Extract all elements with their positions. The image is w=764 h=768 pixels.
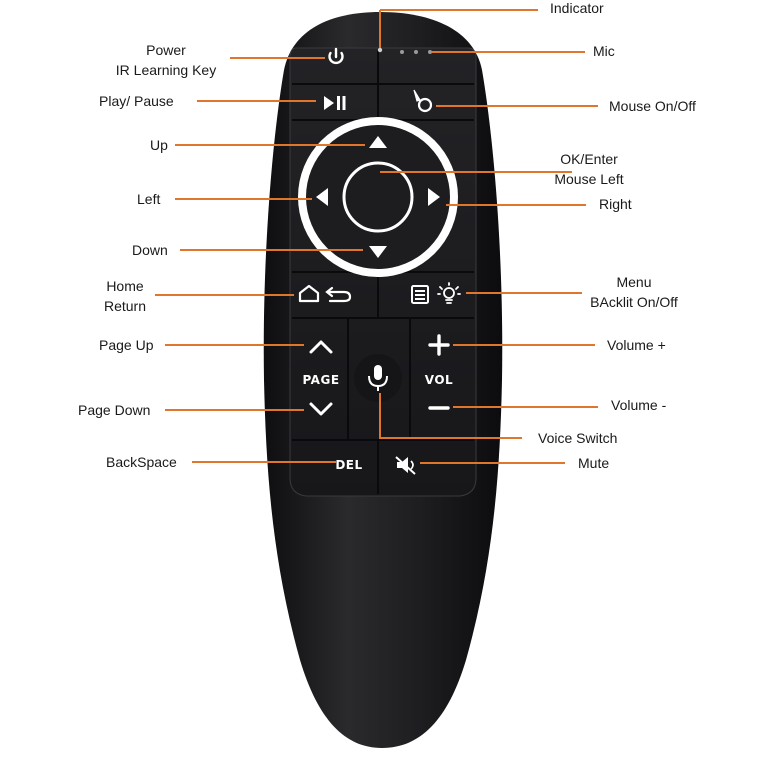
page-down-chevron-icon[interactable] bbox=[309, 402, 333, 416]
label-backspace: BackSpace bbox=[106, 454, 177, 470]
up-arrow-icon[interactable] bbox=[369, 136, 387, 148]
label-menu-backlit: Menu BAcklit On/Off bbox=[590, 274, 678, 310]
page-up-chevron-icon[interactable] bbox=[309, 340, 333, 354]
label-ok-enter: OK/Enter Mouse Left bbox=[554, 151, 624, 187]
left-arrow-icon[interactable] bbox=[316, 188, 328, 206]
play-pause-icon[interactable] bbox=[324, 96, 346, 110]
label-play-pause: Play/ Pause bbox=[99, 93, 174, 109]
menu-icon[interactable] bbox=[411, 285, 429, 304]
label-page-down: Page Down bbox=[78, 402, 151, 418]
home-icon[interactable] bbox=[298, 284, 320, 303]
down-arrow-icon[interactable] bbox=[369, 246, 387, 258]
label-power: Power IR Learning Key bbox=[115, 42, 217, 78]
leader-lines bbox=[155, 9, 598, 464]
key-dividers bbox=[292, 50, 474, 494]
label-page-up: Page Up bbox=[99, 337, 154, 353]
indicator-led bbox=[377, 47, 383, 53]
label-volume-minus: Volume - bbox=[611, 397, 667, 413]
label-up: Up bbox=[150, 137, 168, 153]
vol-label: VOL bbox=[425, 373, 453, 387]
label-mute: Mute bbox=[578, 455, 610, 471]
mic-hole bbox=[400, 50, 404, 54]
mic-hole bbox=[428, 50, 432, 54]
microphone-icon bbox=[368, 365, 388, 391]
label-home-return: Home Return bbox=[103, 278, 147, 314]
del-label[interactable]: DEL bbox=[335, 458, 362, 472]
right-arrow-icon[interactable] bbox=[428, 188, 440, 206]
volume-plus-icon[interactable] bbox=[428, 334, 450, 356]
page-label: PAGE bbox=[302, 373, 339, 387]
ok-button[interactable] bbox=[342, 161, 414, 233]
label-right: Right bbox=[599, 196, 632, 212]
mouse-icon[interactable] bbox=[413, 89, 433, 113]
backlit-bulb-icon[interactable] bbox=[437, 282, 461, 304]
power-icon[interactable] bbox=[328, 47, 344, 65]
label-volume-plus: Volume + bbox=[607, 337, 666, 353]
label-down: Down bbox=[132, 242, 168, 258]
label-indicator: Indicator bbox=[550, 0, 604, 16]
mute-icon[interactable] bbox=[395, 456, 416, 475]
label-mouse-onoff: Mouse On/Off bbox=[609, 98, 696, 114]
label-left: Left bbox=[137, 191, 161, 207]
mic-hole bbox=[414, 50, 418, 54]
label-voice-switch: Voice Switch bbox=[538, 430, 618, 446]
label-mic: Mic bbox=[593, 43, 615, 59]
return-icon[interactable] bbox=[325, 286, 352, 303]
